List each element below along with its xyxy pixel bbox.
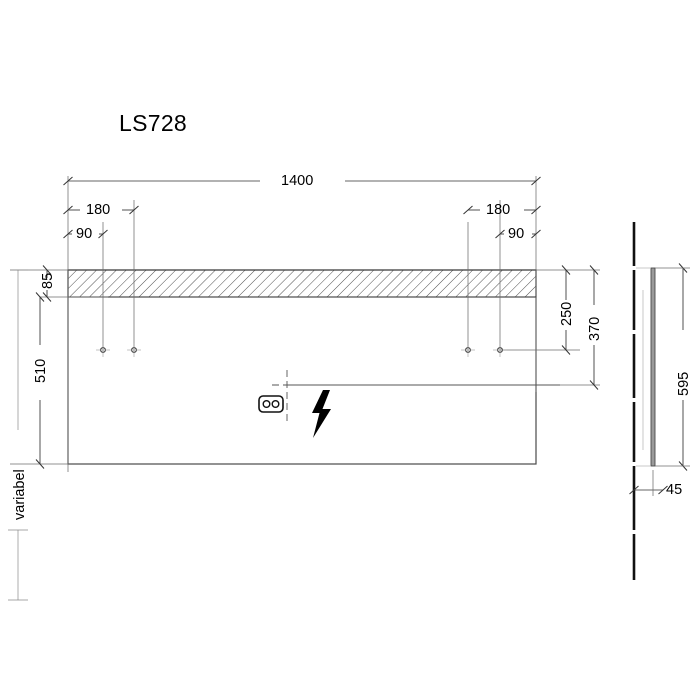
dimension-label-band-height: 85 <box>40 272 56 289</box>
mounting-point-marker <box>96 343 110 357</box>
front-view-outline <box>67 269 537 465</box>
dimension-label-250: 250 <box>559 301 575 326</box>
dimension-label-45: 45 <box>666 482 683 498</box>
mounting-point-markers <box>96 343 507 357</box>
mounting-point-marker <box>493 343 507 357</box>
hatched-band <box>67 269 537 298</box>
dimension-595 <box>655 263 690 471</box>
page-title: LS728 <box>119 110 188 136</box>
panel-gap-lines <box>636 267 651 467</box>
dimension-label-right-180: 180 <box>486 202 511 218</box>
center-cross-marker <box>272 370 560 424</box>
dimension-label-370: 370 <box>587 316 603 341</box>
extension-lines <box>10 176 600 472</box>
power-socket-symbol <box>258 395 284 413</box>
lightning-bolt-symbol <box>312 390 331 438</box>
mounting-point-marker <box>461 343 475 357</box>
dimension-label-lower-height: 510 <box>33 358 49 383</box>
dimension-45 <box>629 470 668 496</box>
dimension-label-left-90: 90 <box>76 226 93 242</box>
dimension-label-variabel: variabel <box>12 469 28 520</box>
dimension-label-595: 595 <box>676 371 692 396</box>
dimension-label-overall-width: 1400 <box>281 173 314 189</box>
dimension-variabel <box>8 269 28 601</box>
dimension-label-left-180: 180 <box>86 202 111 218</box>
side-view <box>629 222 690 580</box>
mounting-point-marker <box>127 343 141 357</box>
mirror-panel-profile <box>650 267 656 467</box>
dimension-label-right-90: 90 <box>508 226 525 242</box>
